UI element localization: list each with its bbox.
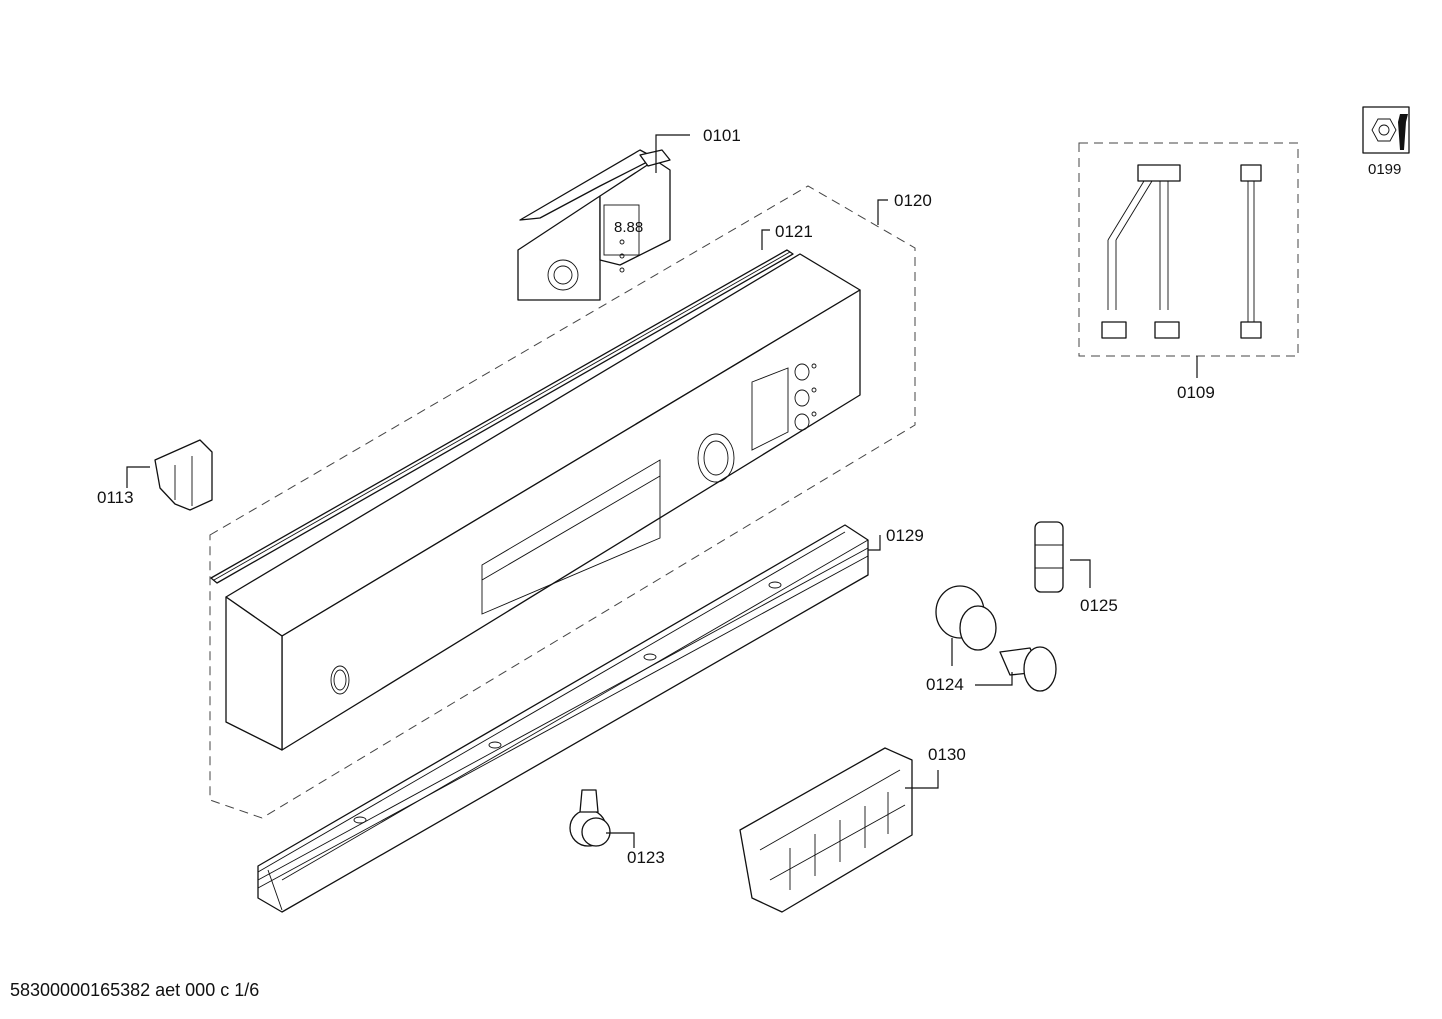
bracket-part — [739, 747, 913, 913]
wiring-harness-part — [1078, 142, 1299, 357]
knob-part — [935, 585, 1057, 692]
control-panel-part — [225, 253, 861, 751]
label-0124: 0124 — [926, 675, 964, 694]
connector-part — [154, 439, 213, 511]
label-0125: 0125 — [1080, 596, 1118, 615]
label-0199: 0199 — [1368, 161, 1401, 178]
label-0129: 0129 — [886, 526, 924, 545]
label-0109: 0109 — [1177, 383, 1215, 402]
svg-text:8.88: 8.88 — [614, 219, 643, 236]
label-0130: 0130 — [928, 745, 966, 764]
electronic-module-part: 8.88 — [517, 149, 671, 301]
label-0123: 0123 — [627, 848, 665, 867]
trim-strip-part — [210, 249, 794, 584]
diagram-code-footer: 58300000165382 aet 000 c 1/6 — [10, 980, 260, 1000]
label-0120: 0120 — [894, 191, 932, 210]
leader-lines — [126, 134, 1198, 848]
bottom-rail-part — [257, 524, 869, 913]
label-0101: 0101 — [703, 126, 741, 145]
push-button-part — [569, 789, 611, 847]
assembly-0120-boundary — [209, 185, 916, 819]
label-0113: 0113 — [97, 488, 134, 507]
wrench-nut-icon — [1362, 106, 1410, 154]
label-0121: 0121 — [775, 222, 813, 241]
clip-part — [1034, 521, 1064, 593]
